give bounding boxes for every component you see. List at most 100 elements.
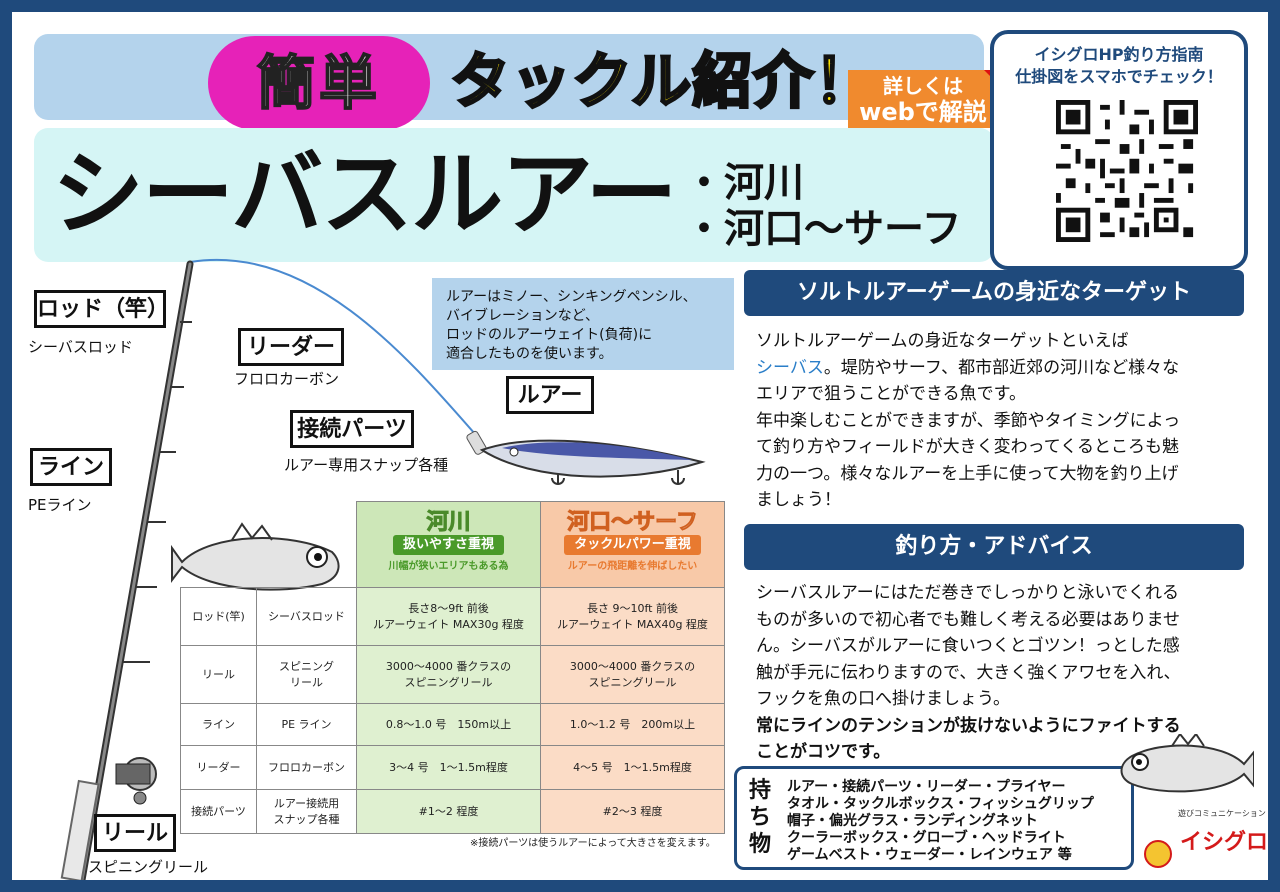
- row-item: 接続パーツ: [180, 789, 257, 834]
- cell-line: スピニングリール: [588, 675, 677, 689]
- lure-note-line: ルアーはミノー、シンキングペンシル、: [446, 289, 697, 305]
- cell-line: ルアー接続用: [273, 796, 340, 810]
- row-item: ライン: [180, 703, 257, 746]
- river-cell: #1〜2 程度: [356, 789, 541, 834]
- estuary-cell: 1.0〜1.2 号 200m以上: [540, 703, 725, 746]
- web-badge-line2: webで解説: [859, 98, 987, 126]
- seabass-small-icon: [1120, 734, 1254, 793]
- text-line: 常にラインのテンションが抜けないようにファイトする: [756, 715, 1181, 736]
- table-row: ロッド(竿) シーバスロッド 長さ8〜9ft 前後ルアーウェイト MAX30g …: [180, 587, 725, 646]
- highlight-seabass: シーバス: [756, 357, 824, 378]
- qr-code-icon[interactable]: [1056, 100, 1198, 242]
- text-line: ん。シーバスがルアーに食いつくとゴツン！っとした感: [756, 636, 1180, 656]
- lure-note-line: バイブレーションなど、: [446, 308, 600, 324]
- main-title-banner: [34, 128, 994, 262]
- cell-line: 長さ8〜9ft 前後: [408, 601, 489, 615]
- line-sub-label: PEライン: [28, 496, 92, 514]
- estuary-cell: #2〜3 程度: [540, 789, 725, 834]
- river-header: 河川 扱いやすさ重視 川幅が狭いエリアもある為: [356, 501, 541, 588]
- rod-label: ロッド（竿）: [34, 290, 169, 328]
- cell-line: 長さ 9〜10ft 前後: [587, 601, 678, 615]
- header-banner: [34, 34, 984, 120]
- section-heading-advice: 釣り方・アドバイス: [744, 524, 1244, 570]
- row-item: リール: [180, 645, 257, 704]
- text-line: 年中楽しむことができますが、季節やタイミングによっ: [756, 410, 1181, 431]
- text-line: 触が手元に伝わりますので、大きく強くアワセを入れ、: [756, 662, 1181, 683]
- row-item: リーダー: [180, 745, 257, 790]
- row-type: フロロカーボン: [256, 745, 357, 790]
- text-fragment: 。堤防やサーフ、都市部近郊の河川など様々な: [823, 357, 1180, 378]
- belongings-line: ゲームベスト・ウェーダー・レインウェア 等: [787, 847, 1072, 863]
- cell-line: リール: [290, 675, 323, 689]
- estuary-cell: 4〜5 号 1〜1.5m程度: [540, 745, 725, 790]
- estuary-header: 河口〜サーフ タックルパワー重視 ルアーの飛距離を伸ばしたい: [540, 501, 725, 588]
- cell-line: ルアーウェイト MAX30g 程度: [373, 617, 524, 631]
- subtitle-river: ・河川: [684, 160, 804, 206]
- estuary-name: 河口〜サーフ: [567, 509, 699, 535]
- tackle-title: タックル紹介！: [449, 46, 876, 119]
- cell-line: ルアーウェイト MAX40g 程度: [557, 617, 708, 631]
- cell-line: 3000〜4000 番クラスの: [385, 659, 512, 673]
- row-type: シーバスロッド: [256, 587, 357, 646]
- text-line: ましょう！: [756, 490, 841, 510]
- section-heading-target: ソルトルアーゲームの身近なターゲット: [744, 270, 1244, 316]
- row-type: スピニングリール: [256, 645, 357, 704]
- table-footnote: ※接続パーツは使うルアーによって大きさを変えます。: [470, 838, 716, 849]
- table-row: 接続パーツ ルアー接続用スナップ各種 #1〜2 程度 #2〜3 程度: [180, 789, 725, 834]
- belongings-label: 持ち物: [749, 778, 772, 857]
- lure-note-line: 適合したものを使います。: [446, 346, 613, 362]
- river-name: 河川: [426, 509, 471, 535]
- reel-icon: [115, 757, 157, 805]
- lure-icon: [479, 439, 706, 485]
- cell-line: スナップ各種: [273, 812, 340, 826]
- leader-sub-label: フロロカーボン: [234, 370, 340, 388]
- row-item: ロッド(竿): [180, 587, 257, 646]
- main-title: シーバスルアー: [52, 141, 678, 248]
- cell-line: スピニング: [279, 659, 334, 673]
- reel-label: リール: [94, 814, 176, 852]
- belongings-list: ルアー・接続パーツ・リーダー・プライヤー タオル・タックルボックス・フィッシュグ…: [787, 779, 1094, 864]
- web-badge-line1: 詳しくは: [883, 74, 963, 98]
- lure-label: ルアー: [506, 376, 594, 414]
- logo-name: イシグロ: [1180, 830, 1268, 855]
- belongings-line: タオル・タックルボックス・フィッシュグリップ: [787, 796, 1094, 812]
- seabass-icon: [171, 522, 340, 591]
- river-cell: 3〜4 号 1〜1.5m程度: [356, 745, 541, 790]
- page: 簡単 タックル紹介！ 詳しくは webで解説 シーバスルアー ・河川 ・河口〜サ…: [12, 12, 1268, 880]
- qr-title: イシグロHP釣り方指南 仕掛図をスマホでチェック！: [994, 44, 1244, 88]
- qr-box[interactable]: イシグロHP釣り方指南 仕掛図をスマホでチェック！: [990, 30, 1248, 270]
- river-note: 川幅が狭いエリアもある為: [388, 560, 509, 572]
- subtitle-estuary: ・河口〜サーフ: [684, 206, 962, 252]
- estuary-tag: タックルパワー重視: [564, 534, 701, 555]
- text-line: ものが多いので初心者でも難しく考える必要はありませ: [756, 609, 1180, 630]
- qr-title-line1: イシグロHP釣り方指南: [1034, 45, 1204, 64]
- estuary-cell: 長さ 9〜10ft 前後ルアーウェイト MAX40g 程度: [540, 587, 725, 646]
- reel-sub-label: スピニングリール: [88, 858, 209, 876]
- rod-sub-label: シーバスロッド: [28, 338, 133, 356]
- text-line: て釣り方やフィールドが大きく変わってくるところも魅: [756, 437, 1179, 457]
- text-line: エリアで狙うことができる魚です。: [756, 384, 1026, 404]
- text-line: フックを魚の口へ掛けましょう。: [756, 689, 1010, 709]
- tackle-illustration: [60, 259, 706, 880]
- parts-sub-label: ルアー専用スナップ各種: [284, 456, 449, 474]
- lure-note-line: ロッドのルアーウェイト(負荷)に: [446, 327, 653, 343]
- ishiguro-logo-icon: [1144, 840, 1172, 868]
- section-text-target: ソルトルアーゲームの身近なターゲットといえば シーバス。堤防やサーフ、都市部近郊…: [756, 328, 1242, 514]
- leader-label: リーダー: [238, 328, 344, 366]
- table-row: ライン PE ライン 0.8〜1.0 号 150m以上 1.0〜1.2 号 20…: [180, 703, 725, 746]
- text-line: シーバス。堤防やサーフ、都市部近郊の河川など様々な: [756, 355, 1242, 382]
- river-tag: 扱いやすさ重視: [392, 534, 504, 555]
- web-badge[interactable]: 詳しくは webで解説: [848, 70, 998, 128]
- cell-line: スピニングリール: [404, 675, 493, 689]
- river-cell: 0.8〜1.0 号 150m以上: [356, 703, 541, 746]
- estuary-note: ルアーの飛距離を伸ばしたい: [567, 560, 698, 572]
- parts-label: 接続パーツ: [290, 410, 414, 448]
- river-cell: 長さ8〜9ft 前後ルアーウェイト MAX30g 程度: [356, 587, 541, 646]
- text-line: シーバスルアーにはただ巻きでしっかりと泳いでくれる: [756, 583, 1179, 603]
- text-line: ソルトルアーゲームの身近なターゲットといえば: [756, 331, 1129, 351]
- row-type: ルアー接続用スナップ各種: [256, 789, 357, 834]
- belongings-box: 持ち物 ルアー・接続パーツ・リーダー・プライヤー タオル・タックルボックス・フィ…: [734, 766, 1134, 870]
- kantan-badge: 簡単: [208, 36, 430, 130]
- text-line: 力の一つ。様々なルアーを上手に使って大物を釣り上げ: [756, 463, 1179, 484]
- line-label: ライン: [30, 448, 112, 486]
